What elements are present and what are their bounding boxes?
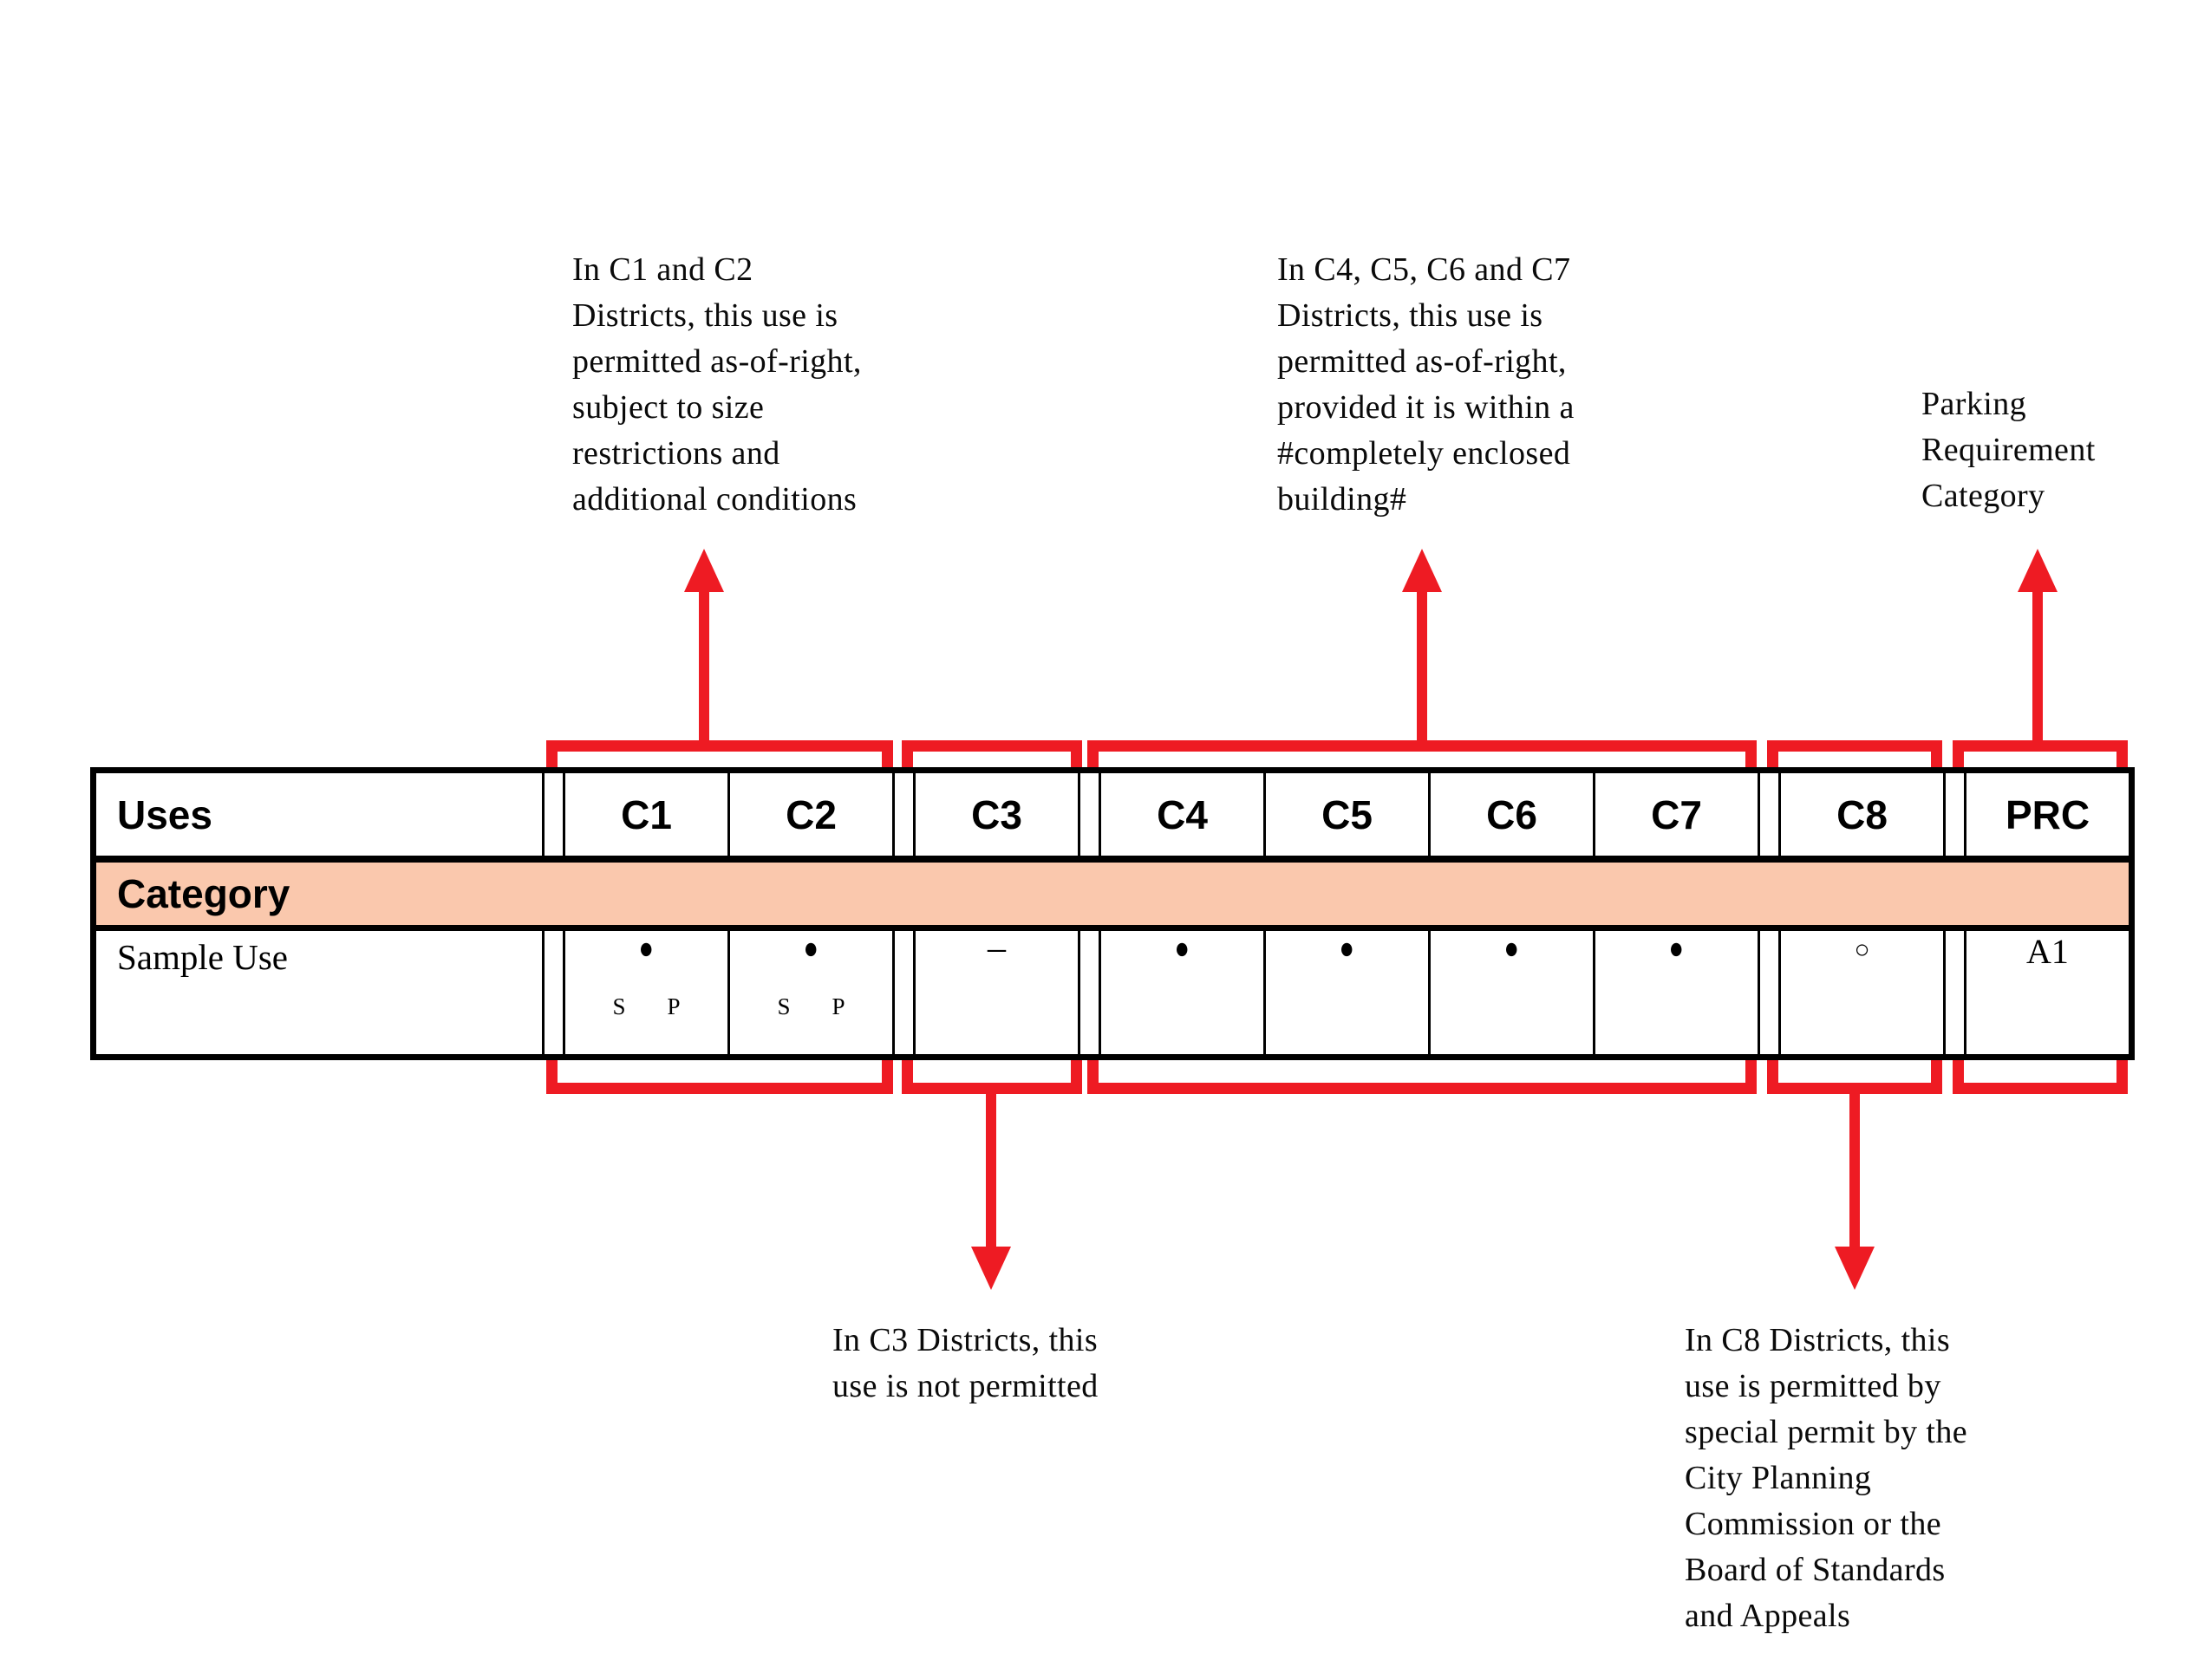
annotation-c4c7: In C4, C5, C6 and C7 Districts, this use… [1277,251,1575,518]
row-separator [892,931,913,1054]
parking-requirement-value: A1 [2026,932,2069,971]
row-separator [1078,931,1099,1054]
zoning-table: Uses C1 C2 C3 C4 C5 C6 C7 C8 PRC Categor… [90,767,2135,1060]
cell-c3: – [913,928,1078,1054]
cell-c1: ● S P [563,931,727,1054]
header-cell-c7: C7 [1593,773,1758,856]
size-restriction-flags: S P [565,993,727,1020]
permitted-dot-icon: ● [1503,932,1520,966]
header-cell-c6: C6 [1428,773,1593,856]
header-cell-c5: C5 [1263,773,1428,856]
header-cell-c2: C2 [727,773,892,856]
row-separator [1943,931,1964,1054]
special-permit-circle-icon: ○ [1854,935,1870,964]
annotation-prc: Parking Requirement Category [1921,386,2096,514]
header-separator [892,773,913,856]
cell-c7: ● [1593,931,1758,1054]
header-separator [542,773,563,856]
header-cell-c1: C1 [563,773,727,856]
header-cell-prc: PRC [1964,773,2129,856]
annotation-c3: In C3 Districts, this use is not permitt… [832,1322,1099,1404]
header-cell-uses: Uses [117,791,212,837]
category-row: Category [96,856,2129,931]
cell-prc: A1 [1964,931,2129,1054]
header-separator [1943,773,1964,856]
cell-c2: ● S P [727,931,892,1054]
flag-s: S [612,993,626,1019]
permitted-dot-icon: ● [1174,932,1190,966]
cell-c4: ● [1099,931,1263,1054]
flag-p: P [667,993,681,1019]
flag-s: S [777,993,791,1019]
header-cell-c3: C3 [913,773,1078,856]
annotation-c8: In C8 Districts, this use is permitted b… [1685,1322,1968,1634]
header-cell-c4: C4 [1099,773,1263,856]
permitted-dot-icon: ● [803,932,819,966]
annotation-c1c2: In C1 and C2 Districts, this use is perm… [572,251,862,518]
cell-c8: ○ [1778,931,1943,1054]
cell-c5: ● [1263,931,1428,1054]
not-permitted-dash-icon: – [988,928,1006,968]
header-separator [1078,773,1099,856]
header-cell-c8: C8 [1778,773,1943,856]
sample-use-label: Sample Use [117,937,288,977]
cell-c6: ● [1428,931,1593,1054]
header-separator [1758,773,1778,856]
permitted-dot-icon: ● [638,932,655,966]
row-separator [1758,931,1778,1054]
row-separator [542,931,563,1054]
size-restriction-flags: S P [730,993,892,1020]
permitted-dot-icon: ● [1668,932,1685,966]
permitted-dot-icon: ● [1339,932,1355,966]
flag-p: P [832,993,845,1019]
